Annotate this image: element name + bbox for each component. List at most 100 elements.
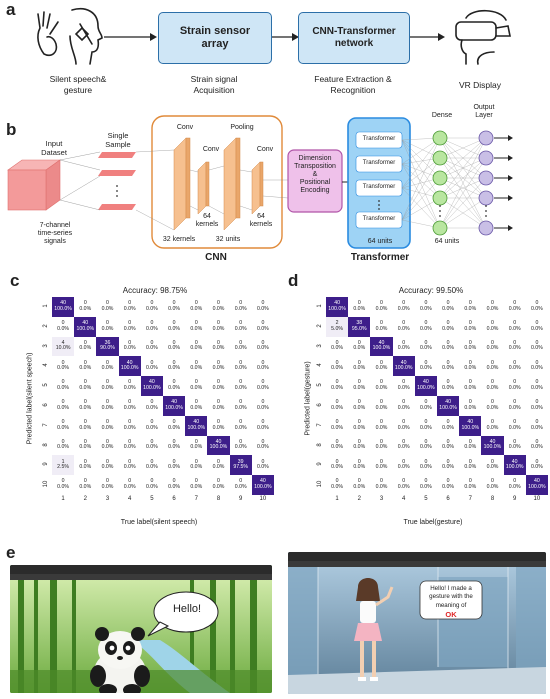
cell-percent: 0.0% — [508, 404, 521, 411]
cell-count: 0 — [513, 379, 517, 386]
cell-count: 0 — [83, 300, 87, 307]
caption-strain-signal: Strain signal Acquisition — [190, 74, 238, 95]
caption-silent-speech: Silent speech& gesture — [49, 74, 107, 95]
cell-count: 0 — [128, 399, 132, 406]
cell-count: 0 — [128, 478, 132, 485]
cell-percent: 0.0% — [168, 444, 180, 451]
cell-count: 0 — [446, 438, 450, 445]
cell-count: 0 — [335, 438, 339, 445]
cell-count: 0 — [513, 399, 517, 406]
connection — [439, 137, 487, 199]
cell-count: 40 — [126, 359, 133, 366]
cell-percent: 0.0% — [464, 325, 477, 332]
cell-percent: 100.0% — [76, 325, 95, 332]
arrow-icon — [410, 33, 445, 41]
cell-count: 0 — [172, 458, 176, 465]
cell-count: 0 — [424, 458, 428, 465]
cell-count: 0 — [468, 478, 472, 485]
cell-percent: 0.0% — [168, 365, 180, 372]
cell-count: 0 — [61, 438, 65, 445]
cell-percent: 0.0% — [57, 444, 69, 451]
cell-count: 0 — [380, 438, 383, 445]
cell-count: 0 — [491, 399, 494, 406]
cell-percent: 0.0% — [234, 484, 247, 491]
cell-count: 0 — [513, 339, 517, 346]
strain-sensor-label: Strain sensor array — [179, 24, 251, 50]
connection — [401, 177, 441, 221]
cell-count: 0 — [217, 379, 220, 386]
cell-count: 0 — [402, 319, 406, 326]
x-tick-label: 5 — [424, 496, 428, 502]
cell-count: 0 — [357, 399, 361, 406]
cell-percent: 0.0% — [486, 345, 499, 352]
arrow-head-icon — [508, 225, 513, 231]
cell-percent: 0.0% — [375, 365, 388, 372]
cell-count: 0 — [150, 478, 154, 485]
cell-percent: 0.0% — [375, 325, 388, 332]
panel-b-label: b — [6, 120, 17, 139]
cell-percent: 0.0% — [101, 404, 114, 411]
cell-count: 0 — [150, 399, 154, 406]
cell-percent: 0.0% — [145, 325, 158, 332]
cell-count: 0 — [83, 418, 87, 425]
cell-percent: 0.0% — [145, 305, 158, 312]
cell-count: 0 — [239, 319, 243, 326]
cell-count: 0 — [61, 319, 65, 326]
cell-percent: 0.0% — [353, 385, 366, 392]
cell-count: 40 — [378, 339, 385, 346]
connection — [401, 137, 441, 221]
cell-percent: 0.0% — [486, 464, 499, 471]
dense-node — [432, 130, 448, 146]
y-tick-label: 10 — [43, 480, 49, 488]
face-hand-icon — [37, 8, 103, 65]
cell-percent: 100.0% — [254, 484, 272, 491]
cell-percent: 0.0% — [353, 404, 366, 411]
cell-percent: 0.0% — [190, 385, 203, 392]
cell-count: 0 — [172, 319, 176, 326]
conv2-label: Conv — [202, 146, 220, 153]
cell-percent: 0.0% — [331, 385, 343, 392]
cell-percent: 0.0% — [101, 305, 114, 312]
cell-percent: 0.0% — [419, 444, 432, 451]
transformer-block-3: Transformer — [362, 184, 396, 190]
cell-count: 0 — [357, 300, 361, 307]
transformer-block-1: Transformer — [362, 136, 396, 142]
dense-node — [432, 220, 448, 236]
cell-count: 0 — [446, 339, 450, 346]
cell-count: 0 — [239, 418, 243, 425]
cell-count: 0 — [535, 458, 539, 465]
heatmap-d-xlabel: True label(gesture) — [403, 519, 463, 526]
cell-percent: 90.0% — [100, 345, 115, 352]
cell-percent: 100.0% — [54, 305, 72, 312]
kernels-64b-label: 64 kernels — [249, 213, 273, 229]
